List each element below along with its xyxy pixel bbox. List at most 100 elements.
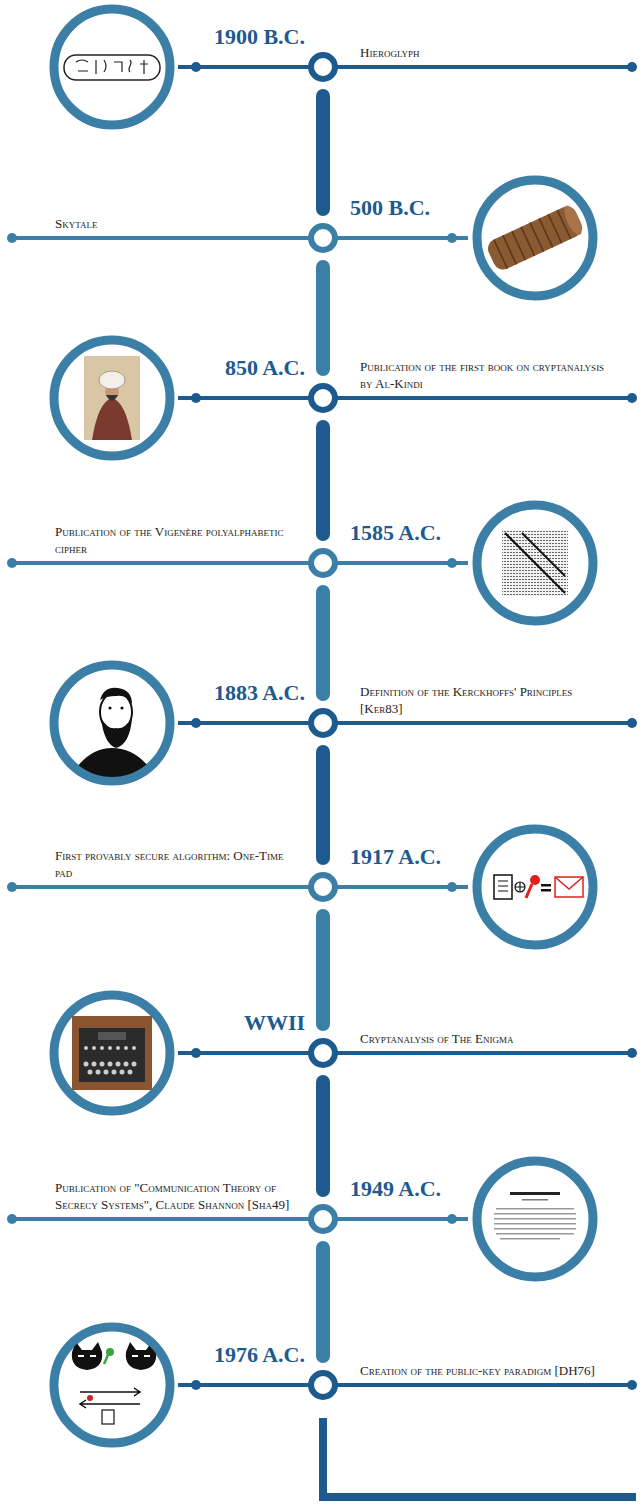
timeline-ring [308, 52, 338, 82]
image-frame [477, 829, 593, 945]
kerckhoffs-portrait [108, 706, 111, 709]
event-text: Skytale [55, 215, 300, 233]
timeline-branch [178, 396, 632, 400]
enigma-picture [100, 1062, 105, 1067]
image-frame [54, 995, 170, 1111]
image-frame [54, 9, 170, 125]
public-key-picture [87, 1395, 93, 1401]
vigenere-table [522, 533, 565, 576]
enigma-picture [72, 1016, 152, 1090]
timeline-node: 1917 A.C.First provably secure algorithm… [308, 872, 338, 902]
timeline-ring [308, 383, 338, 413]
timeline-bar [316, 427, 330, 534]
branch-dot [191, 393, 201, 403]
timeline-ring [308, 1204, 338, 1234]
enigma-picture [116, 1062, 121, 1067]
paper-picture [496, 1208, 574, 1210]
public-key-picture [126, 1342, 156, 1370]
timeline-node: 500 B.C.Skytale [308, 223, 338, 253]
branch-dot [7, 558, 17, 568]
timeline-branch [178, 721, 632, 725]
timeline-node: 1883 A.C.Definition of the Kerckhoffs' P… [308, 708, 338, 738]
skytale-picture [561, 203, 585, 237]
timeline-ring [311, 875, 335, 899]
event-text: Publication of "Communication Theory of … [55, 1179, 300, 1214]
one-time-pad-picture [541, 889, 551, 892]
branch-dot [7, 882, 17, 892]
timeline-tail [323, 1418, 636, 1497]
enigma-picture [112, 1070, 117, 1075]
kerckhoffs-portrait [100, 688, 132, 704]
image-frame [477, 180, 593, 296]
enigma-picture [128, 1070, 133, 1075]
image-frame [54, 1327, 170, 1443]
event-text: Hieroglyph [360, 44, 615, 62]
public-key-picture [132, 1355, 150, 1357]
one-time-pad-picture [541, 884, 551, 887]
timeline-ring [311, 55, 335, 79]
year-label: 1976 A.C. [214, 1342, 305, 1368]
timeline-branch [12, 1217, 468, 1221]
paper-picture [494, 1208, 576, 1240]
skytale-picture [494, 210, 571, 269]
one-time-pad-picture [555, 877, 583, 889]
image-frame [477, 1161, 593, 1277]
year-label: 1917 A.C. [350, 844, 441, 870]
enigma-picture [108, 1062, 113, 1067]
branch-dot [627, 718, 637, 728]
timeline-ring [311, 226, 335, 250]
year-label: 1949 A.C. [350, 1176, 441, 1202]
skytale-picture [485, 203, 586, 273]
timeline-ring [311, 1041, 335, 1065]
timeline-node: 1585 A.C.Publication of the Vigenère pol… [308, 548, 338, 578]
branch-dot [191, 1380, 201, 1390]
enigma-picture [132, 1062, 137, 1067]
enigma-picture [108, 1046, 112, 1050]
branch-dot [7, 1214, 17, 1224]
timeline-branch [12, 236, 468, 240]
event-text: Definition of the Kerckhoffs' Principles… [360, 683, 615, 718]
timeline-branch [12, 885, 468, 889]
one-time-pad-picture [494, 875, 512, 899]
al-kindi-portrait [84, 356, 140, 440]
timeline-branch [12, 561, 468, 565]
public-key-picture [78, 1355, 96, 1357]
timeline-bar [316, 267, 330, 369]
skytale-picture [485, 203, 586, 273]
event-text: Creation of the public-key paradigm [DH7… [360, 1362, 615, 1380]
timeline-ring [308, 708, 338, 738]
event-text: Publication of the Vigenère polyalphabet… [55, 523, 300, 558]
paper-picture [496, 1233, 574, 1235]
kerckhoffs-portrait [101, 718, 132, 748]
timeline-ring [308, 1038, 338, 1068]
enigma-picture [92, 1062, 97, 1067]
one-time-pad-picture [515, 882, 525, 892]
one-time-pad-picture [526, 884, 532, 898]
paper-picture [494, 1192, 576, 1240]
paper-picture [494, 1218, 576, 1220]
paper-picture [494, 1228, 576, 1230]
year-label: 850 A.C. [225, 355, 305, 381]
branch-dot [627, 1380, 637, 1390]
vigenere-table [502, 530, 568, 596]
image-frame [54, 9, 593, 1443]
timeline-node: 1900 B.C.Hieroglyph [308, 52, 338, 82]
timeline-ring [308, 1370, 338, 1400]
branch-dot [627, 1048, 637, 1058]
kerckhoffs-portrait [66, 688, 160, 785]
public-key-picture [80, 1400, 140, 1408]
enigma-picture [124, 1062, 129, 1067]
image-frame [477, 505, 593, 621]
one-time-pad-picture [494, 875, 583, 899]
enigma-picture [132, 1046, 136, 1050]
year-label: 1883 A.C. [214, 680, 305, 706]
timeline-branch [178, 1051, 632, 1055]
enigma-picture [84, 1046, 137, 1075]
public-key-picture [102, 1410, 114, 1424]
kerckhoffs-portrait [120, 706, 123, 709]
paper-picture [494, 1223, 576, 1225]
timeline-ring [311, 1373, 335, 1397]
timeline-bar [316, 752, 330, 858]
skytale-picture [485, 203, 586, 273]
